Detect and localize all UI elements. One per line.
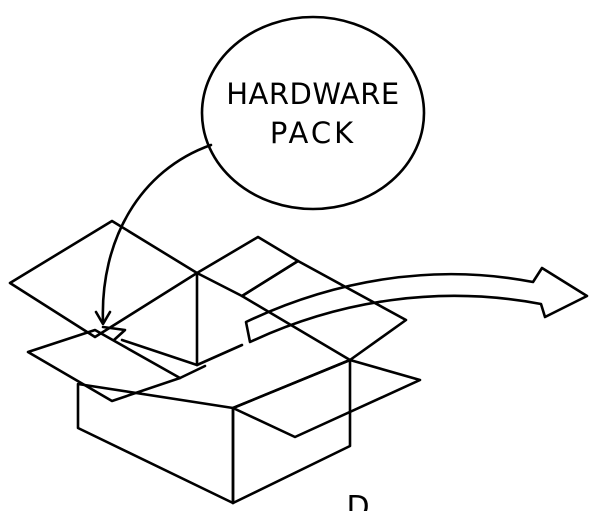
- inner-floor-line: [120, 338, 244, 367]
- callout-leader-arrow: [101, 143, 213, 324]
- figure-letter: D: [346, 490, 369, 511]
- leader-arrowhead: [94, 310, 112, 326]
- callout-label-line1: HARDWARE: [226, 77, 400, 111]
- callout-bubble: [200, 15, 426, 211]
- front-right-flap: [231, 358, 422, 439]
- box-left-face: [76, 382, 235, 505]
- box-right-face: [231, 358, 352, 505]
- back-right-flap: [195, 235, 300, 298]
- front-left-flap: [26, 328, 182, 403]
- callout-label-line2: PACK: [270, 116, 356, 150]
- inner-tab: [101, 325, 127, 342]
- hardware-pack-callout: HARDWARE PACK: [94, 15, 426, 326]
- removal-arrow: [244, 266, 589, 344]
- right-flap: [240, 259, 408, 362]
- open-box: [8, 219, 422, 505]
- inner-floor-line-front: [178, 364, 207, 380]
